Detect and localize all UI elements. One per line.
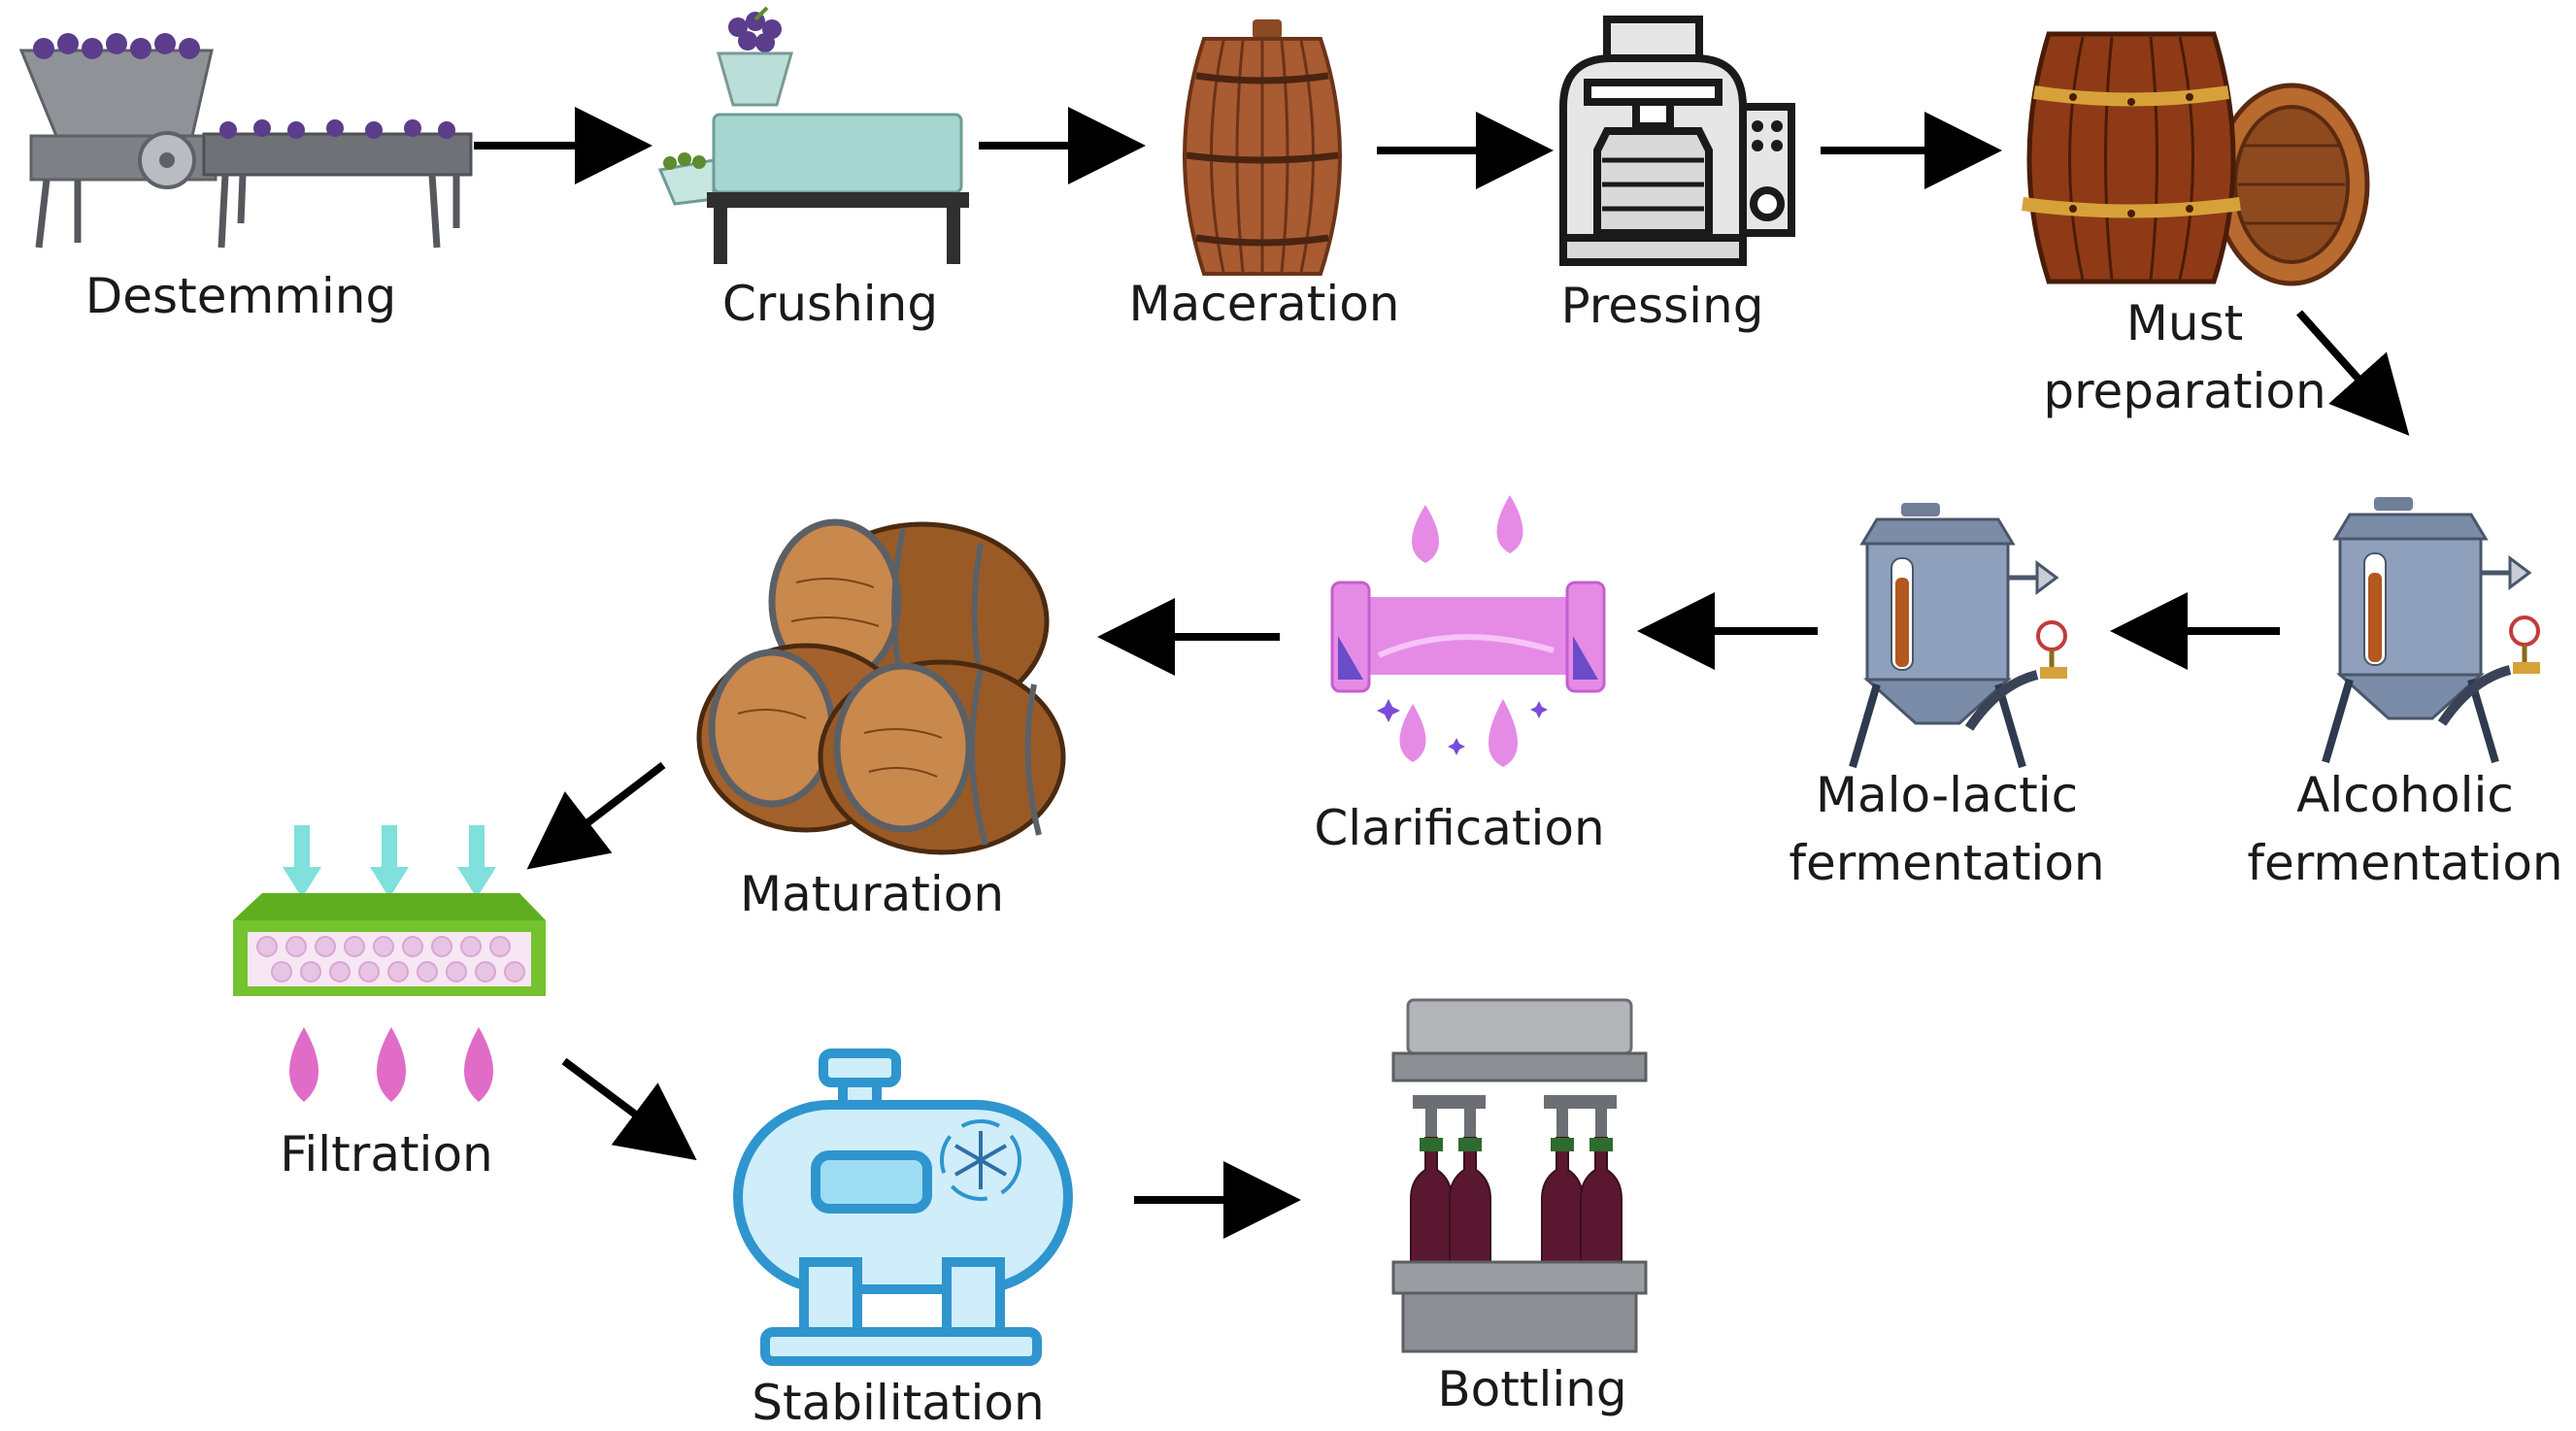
wooden-barrel-icon: [1183, 19, 1342, 276]
snowflake-icon: [940, 1119, 1021, 1201]
filter-icon: [233, 825, 546, 1102]
stacked-barrels-icon: [696, 518, 1066, 855]
step-label-alcoholic-line2: fermentation: [2247, 835, 2562, 891]
step-label-malolactic-line1: Malo-lactic: [1816, 767, 2078, 823]
cold-stabilization-tank-icon: [733, 1048, 1073, 1366]
step-label-must-line1: Must: [2126, 295, 2243, 351]
wine-press-icon: [1559, 16, 1795, 266]
step-label-filtration: Filtration: [280, 1126, 492, 1182]
clarification-pipe-icon: [1330, 495, 1606, 767]
flow-arrows: [474, 107, 2410, 1239]
fermentation-tank-icon-malolactic: [1849, 503, 2067, 769]
step-label-bottling: Bottling: [1437, 1361, 1626, 1417]
destemmer-machine-icon: [18, 33, 473, 249]
step-label-stabilitation: Stabilitation: [752, 1375, 1044, 1431]
arrow-maturation-to-filtration: [526, 761, 666, 870]
step-label-clarification: Clarification: [1314, 800, 1604, 856]
step-label-pressing: Pressing: [1561, 278, 1764, 334]
arrow-must-to-alcoholic: [2296, 310, 2410, 436]
step-label-maturation: Maturation: [740, 866, 1004, 922]
step-label-must-line2: preparation: [2043, 363, 2325, 419]
crusher-machine-icon: [657, 6, 969, 264]
step-label-destemming: Destemming: [85, 268, 396, 324]
barrels-icon: [2022, 31, 2370, 286]
step-label-malolactic-line2: fermentation: [1789, 835, 2104, 891]
arrow-filtration-to-stabilitation: [561, 1057, 697, 1161]
bottling-machine-icon: [1391, 998, 1648, 1353]
step-label-alcoholic-line1: Alcoholic: [2296, 767, 2514, 823]
step-label-crushing: Crushing: [722, 276, 938, 332]
step-label-maceration: Maceration: [1128, 276, 1399, 332]
fermentation-tank-icon-alcoholic: [2322, 497, 2540, 764]
